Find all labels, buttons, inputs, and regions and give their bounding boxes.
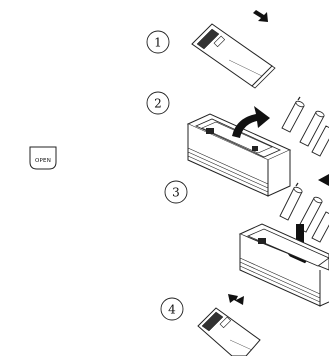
step-3-number-circle: 3 bbox=[165, 181, 187, 203]
slide-right-arrow bbox=[253, 10, 268, 22]
battery-cover-sliding-on bbox=[198, 308, 260, 356]
step-2: 2 bbox=[147, 92, 329, 196]
step-4-number-circle: 4 bbox=[161, 298, 183, 320]
battery-icon bbox=[282, 97, 305, 132]
step-3: 3 bbox=[165, 174, 329, 306]
battery-pair bbox=[282, 97, 329, 156]
step-3-number: 3 bbox=[172, 186, 180, 200]
step-2-number-circle: 2 bbox=[147, 92, 169, 114]
slide-left-arrow bbox=[228, 294, 244, 305]
step-4-number: 4 bbox=[168, 303, 176, 317]
step-1-number-circle: 1 bbox=[147, 31, 169, 53]
insert-diagonal-arrow bbox=[318, 174, 329, 186]
step-1-number: 1 bbox=[154, 36, 162, 50]
step-4: 4 bbox=[161, 294, 260, 356]
step-2-number: 2 bbox=[154, 97, 162, 111]
step-1: 1 bbox=[147, 10, 275, 88]
battery-pair bbox=[280, 183, 329, 242]
battery-cover-sliding-off bbox=[192, 24, 275, 88]
open-button-illustration: OPEN bbox=[30, 147, 56, 169]
open-button-label: OPEN bbox=[35, 158, 51, 164]
